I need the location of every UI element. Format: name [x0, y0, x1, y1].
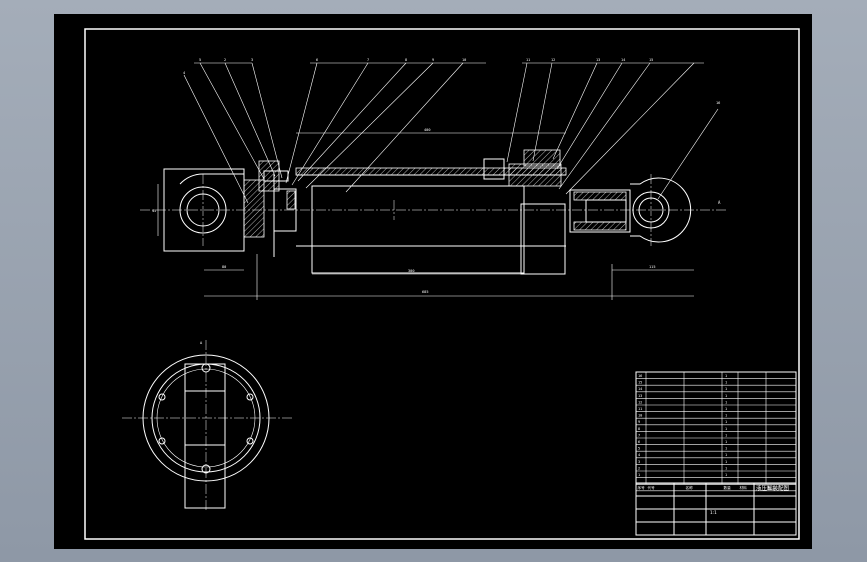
- callout-4: 3: [251, 58, 253, 62]
- callout-7: 8: [405, 58, 407, 62]
- dimension-lines: 80 300 115 685 400 45 A: [152, 128, 721, 300]
- parts-table-header-cell: 名称: [686, 485, 694, 490]
- parts-row-qty: 1: [725, 440, 727, 444]
- callout-11: 12: [551, 58, 555, 62]
- parts-row-qty: 1: [725, 473, 727, 477]
- cylinder-front-view: [140, 149, 726, 275]
- callout-3: 2: [224, 58, 226, 62]
- parts-row-qty: 1: [725, 407, 727, 411]
- parts-row-number: 3: [638, 460, 640, 464]
- parts-row-qty: 1: [725, 374, 727, 378]
- callout-12: 13: [596, 58, 600, 62]
- section-mark-a: A: [718, 200, 721, 205]
- callout-14: 15: [649, 58, 653, 62]
- callout-1: 4: [183, 71, 185, 75]
- parts-row-number: 11: [638, 407, 642, 411]
- parts-row-qty: 1: [725, 387, 727, 391]
- parts-row-number: 9: [638, 420, 640, 424]
- callout-13: 14: [621, 58, 625, 62]
- parts-row-qty: 1: [725, 466, 727, 470]
- side-view-label: A: [200, 341, 203, 345]
- dim-left-height: 45: [152, 209, 156, 213]
- drawing-frame: [84, 28, 800, 540]
- dim-top-span: 400: [424, 128, 431, 132]
- parts-row-qty: 1: [725, 433, 727, 437]
- parts-row-number: 12: [638, 400, 642, 404]
- parts-row-qty: 1: [725, 447, 727, 451]
- drawing-title: 液压缸装配图: [756, 484, 790, 492]
- parts-row-qty: 1: [725, 394, 727, 398]
- parts-row-qty: 1: [725, 460, 727, 464]
- parts-row-number: 2: [638, 466, 640, 470]
- callout-9: 10: [462, 58, 466, 62]
- title-block: 液压缸装配图 1:1: [635, 482, 797, 536]
- parts-row-number: 13: [638, 394, 642, 398]
- parts-row-number: 4: [638, 453, 640, 457]
- parts-row-number: 10: [638, 414, 642, 418]
- dim-eye-right: 115: [649, 265, 656, 269]
- parts-row-qty: 1: [725, 381, 727, 385]
- parts-row-number: 6: [638, 440, 640, 444]
- cad-viewport[interactable]: 80 300 115 685 400 45 A 4 5 2: [54, 14, 812, 549]
- callout-8: 9: [432, 58, 434, 62]
- dim-overall-length: 685: [422, 290, 429, 294]
- dim-stroke: 300: [408, 269, 415, 273]
- assembly-drawing: 80 300 115 685 400 45 A 4 5 2: [84, 28, 800, 540]
- parts-table-frame: [635, 371, 797, 485]
- callout-5: 6: [316, 58, 318, 62]
- parts-table-header-cell: 序号: [638, 485, 646, 490]
- cylinder-side-view: A: [122, 340, 292, 512]
- parts-table-header-cell: 代号: [648, 485, 656, 490]
- parts-row-qty: 1: [725, 427, 727, 431]
- dim-eye-left: 80: [222, 265, 226, 269]
- parts-row-qty: 1: [725, 453, 727, 457]
- parts-row-qty: 1: [725, 414, 727, 418]
- parts-row-number: 15: [638, 381, 642, 385]
- parts-row-number: 14: [638, 387, 642, 391]
- parts-table-header-cell: 材料: [740, 485, 748, 490]
- parts-row-qty: 1: [725, 400, 727, 404]
- parts-row-number: 7: [638, 433, 640, 437]
- parts-row-number: 8: [638, 427, 640, 431]
- parts-row-number: 1: [638, 473, 640, 477]
- parts-row-number: 16: [638, 374, 642, 378]
- callout-2: 5: [199, 58, 201, 62]
- parts-table-header-cell: 数量: [724, 485, 732, 490]
- drawing-scale: 1:1: [710, 510, 717, 515]
- parts-row-qty: 1: [725, 420, 727, 424]
- callout-10: 11: [526, 58, 530, 62]
- parts-row-number: 5: [638, 447, 640, 451]
- part-callouts: 4 5 2 3 6 7 8 9 10 11 12 13 14 15 16: [183, 58, 720, 204]
- callout-15: 16: [716, 101, 720, 105]
- callout-6: 7: [367, 58, 369, 62]
- parts-table-header-cell: 备注: [768, 485, 776, 490]
